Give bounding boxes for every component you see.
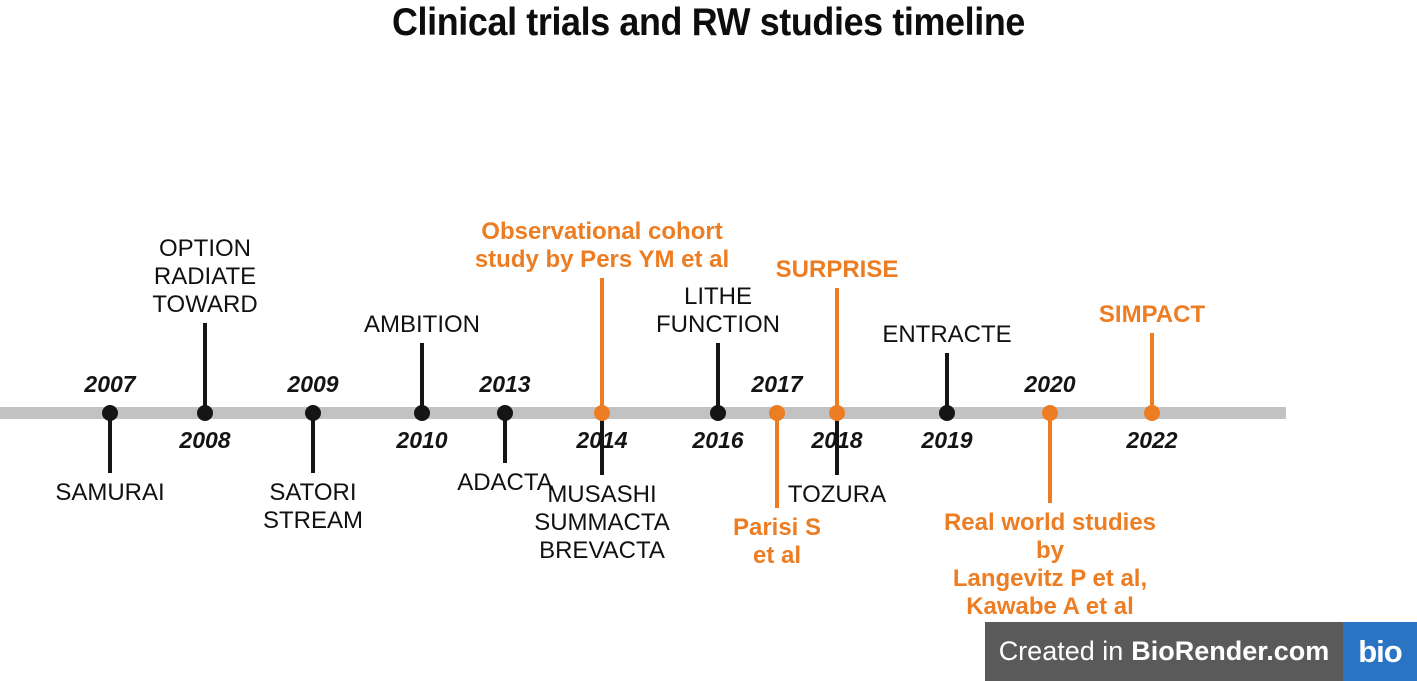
- event-marker-dot[interactable]: [1144, 405, 1160, 421]
- event-marker-dot[interactable]: [102, 405, 118, 421]
- event-year-label: 2020: [1024, 371, 1076, 397]
- event-connector-line: [835, 413, 839, 475]
- biorender-prefix-label: Created in: [998, 636, 1124, 666]
- event-marker-dot[interactable]: [710, 405, 726, 421]
- event-label: LITHE FUNCTION: [656, 283, 780, 338]
- event-connector-line: [716, 343, 720, 413]
- event-label: Observational cohort study by Pers YM et…: [474, 218, 730, 273]
- event-year-label: 2018: [811, 427, 863, 453]
- event-year-label: 2014: [576, 427, 628, 453]
- event-label: SAMURAI: [55, 479, 165, 506]
- event-marker-dot[interactable]: [414, 405, 430, 421]
- event-label: Real world studies by Langevitz P et al,…: [943, 509, 1157, 620]
- event-marker-dot[interactable]: [305, 405, 321, 421]
- biorender-text-bar: Created in BioRender.com: [985, 622, 1343, 681]
- event-label: ADACTA: [457, 469, 553, 496]
- event-connector-line: [108, 413, 112, 473]
- event-label: Parisi S et al: [732, 514, 822, 569]
- event-label: SIMPACT: [1098, 301, 1206, 328]
- biorender-logo-icon: bio: [1343, 622, 1417, 681]
- event-marker-dot[interactable]: [939, 405, 955, 421]
- event-connector-line: [503, 413, 507, 463]
- event-label: ENTRACTE: [882, 321, 1012, 348]
- event-marker-dot[interactable]: [829, 405, 845, 421]
- event-connector-line: [203, 323, 207, 413]
- event-label: AMBITION: [363, 311, 480, 338]
- event-label: OPTION RADIATE TOWARD: [152, 235, 258, 318]
- page-title: Clinical trials and RW studies timeline: [392, 1, 1025, 44]
- event-year-label: 2017: [751, 371, 803, 397]
- event-year-label: 2013: [479, 371, 531, 397]
- event-label: TOZURA: [787, 481, 887, 508]
- event-connector-line: [835, 288, 839, 413]
- event-year-label: 2007: [84, 371, 136, 397]
- event-year-label: 2022: [1126, 427, 1178, 453]
- event-year-label: 2010: [396, 427, 448, 453]
- biorender-watermark: Created in BioRender.com bio: [985, 622, 1417, 681]
- event-connector-line: [945, 353, 949, 413]
- event-year-label: 2016: [692, 427, 744, 453]
- event-label: SURPRISE: [775, 256, 899, 283]
- event-marker-dot[interactable]: [197, 405, 213, 421]
- event-marker-dot[interactable]: [1042, 405, 1058, 421]
- timeline-axis: [0, 407, 1286, 419]
- event-marker-dot[interactable]: [594, 405, 610, 421]
- event-connector-line: [1150, 333, 1154, 413]
- event-year-label: 2008: [179, 427, 231, 453]
- event-marker-dot[interactable]: [497, 405, 513, 421]
- event-connector-line: [600, 278, 604, 413]
- event-label: SATORI STREAM: [262, 479, 363, 534]
- event-marker-dot[interactable]: [769, 405, 785, 421]
- event-label: MUSASHI SUMMACTA BREVACTA: [534, 481, 670, 564]
- event-connector-line: [311, 413, 315, 473]
- event-connector-line: [775, 413, 779, 508]
- event-connector-line: [420, 343, 424, 413]
- event-connector-line: [1048, 413, 1052, 503]
- event-year-label: 2009: [287, 371, 339, 397]
- event-connector-line: [600, 413, 604, 475]
- event-year-label: 2019: [921, 427, 973, 453]
- biorender-brand-label: BioRender.com: [1131, 636, 1330, 666]
